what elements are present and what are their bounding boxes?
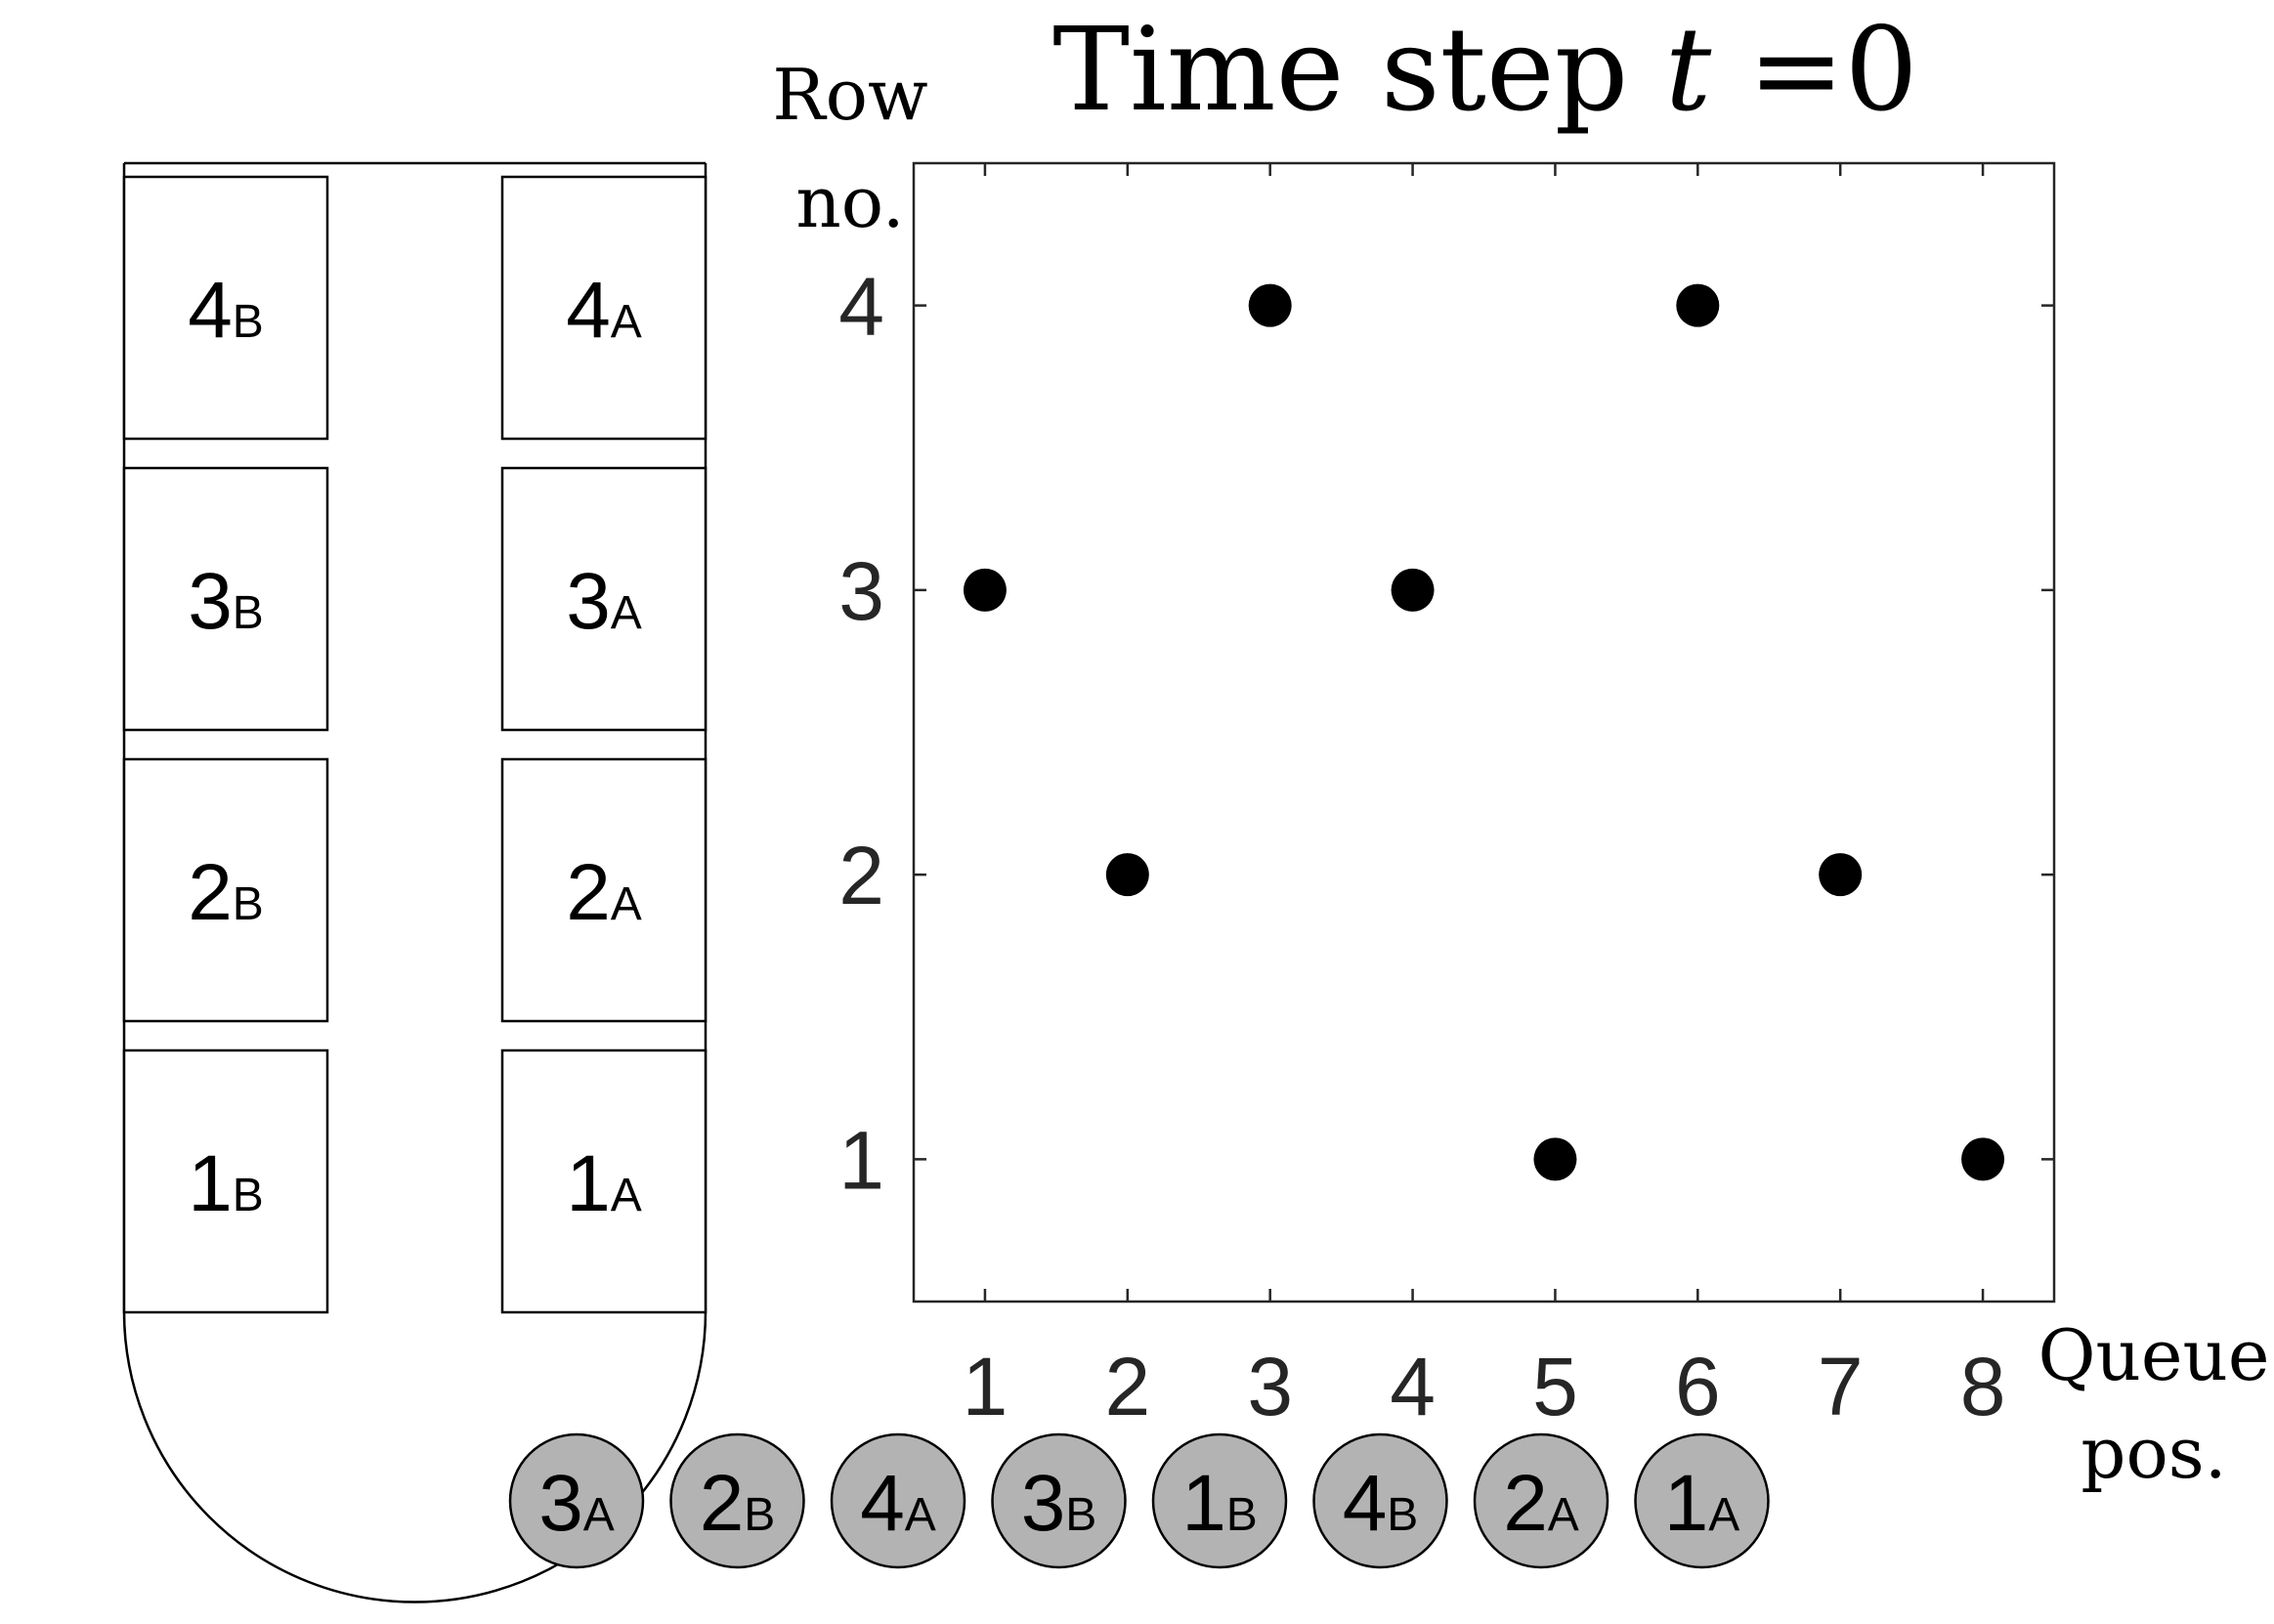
data-points bbox=[963, 283, 2005, 1181]
data-point bbox=[1105, 853, 1149, 897]
y-tick-label: 3 bbox=[838, 545, 884, 637]
seat-box bbox=[500, 175, 708, 441]
seat-4B: 4B bbox=[122, 175, 329, 441]
title-variable: t bbox=[1665, 2, 1712, 137]
title-value: 0 bbox=[1845, 2, 1918, 137]
plot-axes bbox=[912, 161, 2056, 1303]
data-point bbox=[1819, 853, 1863, 897]
y-axis-label-line1: Row bbox=[772, 54, 927, 136]
passenger-token bbox=[991, 1432, 1127, 1569]
x-tick-label: 1 bbox=[963, 1341, 1008, 1432]
queue-passenger-1B: 1B bbox=[1151, 1432, 1288, 1569]
passenger-token bbox=[1473, 1432, 1609, 1569]
seat-label: 4A bbox=[566, 266, 642, 355]
x-tick-label: 3 bbox=[1247, 1341, 1293, 1432]
data-point bbox=[1248, 283, 1292, 327]
seat-2A: 2A bbox=[500, 757, 708, 1023]
x-tick-label: 6 bbox=[1675, 1341, 1721, 1432]
queue-passenger-4A: 4A bbox=[830, 1432, 966, 1569]
passenger-label: 1A bbox=[1664, 1459, 1740, 1548]
chart-title: Time step t =0 bbox=[1052, 2, 1917, 137]
seat-box bbox=[122, 466, 329, 732]
seat-box bbox=[500, 466, 708, 732]
seat-3B: 3B bbox=[122, 466, 329, 732]
seat-label: 3A bbox=[566, 557, 642, 646]
data-point bbox=[1676, 283, 1720, 327]
seat-label: 4B bbox=[188, 266, 264, 355]
seat-box bbox=[122, 175, 329, 441]
passenger-label: 4B bbox=[1343, 1459, 1419, 1548]
seat-box bbox=[500, 1048, 708, 1314]
queue-passenger-2B: 2B bbox=[669, 1432, 805, 1569]
seat-1B: 1B bbox=[122, 1048, 329, 1314]
y-tick-label: 2 bbox=[838, 830, 884, 921]
data-point bbox=[1533, 1137, 1577, 1181]
seat-3A: 3A bbox=[500, 466, 708, 732]
seat-box bbox=[122, 1048, 329, 1314]
seat-box bbox=[500, 757, 708, 1023]
passenger-token bbox=[1634, 1432, 1770, 1569]
x-axis-label-line1: Queue bbox=[2038, 1314, 2270, 1396]
axis-ticks: 1 2 3 4 5 6 7 8 1 2 3 4 bbox=[838, 163, 2054, 1432]
seat-label: 1A bbox=[566, 1139, 642, 1228]
passenger-token bbox=[1312, 1432, 1448, 1569]
x-axis-label-line2: pos. bbox=[2081, 1412, 2226, 1494]
passenger-label: 4A bbox=[860, 1459, 936, 1548]
queue-passenger-2A: 2A bbox=[1473, 1432, 1609, 1569]
data-point bbox=[1391, 568, 1435, 612]
passenger-token bbox=[508, 1432, 645, 1569]
data-point bbox=[963, 568, 1007, 612]
passenger-label: 1B bbox=[1181, 1459, 1258, 1548]
title-prefix: Time step bbox=[1052, 2, 1665, 137]
queue-passenger-1A: 1A bbox=[1634, 1432, 1770, 1569]
x-tick-label: 8 bbox=[1960, 1341, 2006, 1432]
seat-label: 2A bbox=[566, 848, 642, 937]
seat-label: 2B bbox=[188, 848, 264, 937]
y-axis-label-line2: no. bbox=[795, 161, 904, 243]
plot-frame bbox=[912, 161, 2056, 1303]
passenger-token bbox=[669, 1432, 805, 1569]
x-tick-label: 7 bbox=[1818, 1341, 1864, 1432]
seat-4A: 4A bbox=[500, 175, 708, 441]
queue-passenger-4B: 4B bbox=[1312, 1432, 1448, 1569]
seat-box bbox=[122, 757, 329, 1023]
passenger-token bbox=[1151, 1432, 1288, 1569]
seat-1A: 1A bbox=[500, 1048, 708, 1314]
passenger-label: 3A bbox=[538, 1459, 615, 1548]
passenger-label: 2A bbox=[1503, 1459, 1579, 1548]
seat-2B: 2B bbox=[122, 757, 329, 1023]
y-tick-label: 1 bbox=[838, 1114, 884, 1206]
y-tick-label: 4 bbox=[838, 261, 884, 353]
cabin-nose bbox=[122, 1310, 708, 1603]
x-tick-label: 2 bbox=[1104, 1341, 1150, 1432]
queue-passenger-3A: 3A bbox=[508, 1432, 645, 1569]
seat-label: 1B bbox=[188, 1139, 264, 1228]
x-tick-label: 4 bbox=[1390, 1341, 1436, 1432]
passenger-label: 3B bbox=[1021, 1459, 1097, 1548]
x-tick-label: 5 bbox=[1532, 1341, 1578, 1432]
seats: 4B 4A 3B 3A 2B 2A 1B 1A bbox=[122, 175, 708, 1314]
seat-label: 3B bbox=[188, 557, 264, 646]
passenger-queue: 3A 2B 4A 3B 1B 4B 2A 1A bbox=[508, 1432, 1770, 1569]
data-point bbox=[1961, 1137, 2005, 1181]
passenger-label: 2B bbox=[700, 1459, 776, 1548]
title-equals: = bbox=[1711, 2, 1844, 137]
passenger-token bbox=[830, 1432, 966, 1569]
queue-passenger-3B: 3B bbox=[991, 1432, 1127, 1569]
